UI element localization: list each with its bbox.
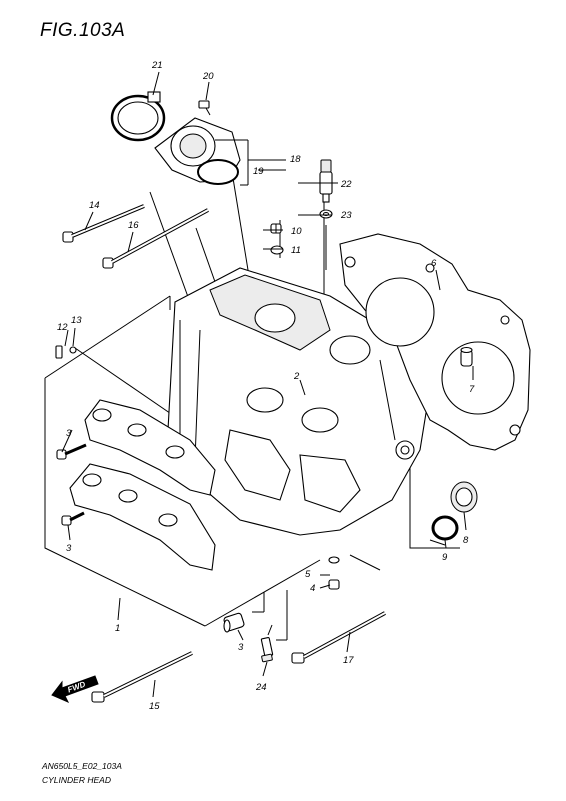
callout-1: 1: [115, 623, 120, 634]
dowel-pin-part: [460, 346, 473, 367]
callout-9: 4: [310, 583, 315, 594]
callout-6: 7: [469, 384, 475, 395]
fwd-arrow-icon: FWD: [51, 675, 99, 704]
leader-lines: [61, 71, 474, 698]
callout-3-upper: 3: [66, 428, 72, 439]
figure-title: FIG.103A: [40, 20, 126, 41]
callout-25: 24: [255, 682, 267, 693]
bolt-3-lower-part: [61, 511, 85, 526]
callout-10: 5: [305, 569, 311, 580]
oil-jet-part: [223, 612, 245, 633]
temperature-sensor-part: [319, 159, 333, 219]
callout-5: 6: [431, 258, 437, 269]
plug-9-part: [328, 556, 340, 590]
callout-2: 2: [293, 371, 300, 382]
callout-11: 10: [291, 226, 302, 237]
callout-8: 9: [442, 552, 448, 563]
thermostat-housing-part: [110, 91, 241, 185]
callout-21: 20: [202, 71, 214, 82]
bolt-17-part: [102, 208, 209, 269]
callout-14: 13: [71, 315, 82, 326]
plug-11-part: [270, 223, 284, 255]
camshaft-holder-upper: [84, 399, 216, 496]
callout-19: 18: [290, 154, 301, 165]
bolt-3-upper-part: [56, 443, 87, 460]
callout-16: 15: [149, 701, 160, 712]
frame-lines: [44, 165, 460, 641]
callout-20: 19: [253, 166, 264, 177]
callout-15: 14: [89, 200, 100, 211]
callout-18: 17: [343, 655, 354, 666]
bolt-21-part: [198, 100, 211, 116]
callout-24: 23: [340, 210, 352, 221]
callout-12: 11: [291, 245, 301, 256]
callout-17: 16: [128, 220, 139, 231]
diagram-name: CYLINDER HEAD: [42, 775, 111, 785]
cap-part: [450, 481, 478, 513]
callout-4: 3: [238, 642, 244, 653]
bolt-18-part: [291, 611, 386, 664]
callout-3-lower: 3: [66, 543, 72, 554]
bolt-13-part: [55, 345, 77, 359]
callout-13: 12: [57, 322, 68, 333]
bolt-15-part: [62, 204, 145, 243]
callout-labels: 21 20 18 19 22 23 14 16 10 11 6 12 13 2 …: [57, 60, 475, 712]
o-ring-part: [431, 515, 459, 541]
camshaft-holder-lower: [69, 463, 216, 571]
callout-23: 22: [340, 179, 352, 190]
cylinder-head-part: [167, 267, 433, 536]
spark-plug-part: [260, 624, 274, 663]
gasket-part: [339, 233, 531, 451]
diagram-code: AN650L5_E02_103A: [42, 761, 122, 771]
callout-7: 8: [463, 535, 469, 546]
callout-22: 21: [151, 60, 163, 71]
bolt-16-part: [91, 651, 193, 703]
